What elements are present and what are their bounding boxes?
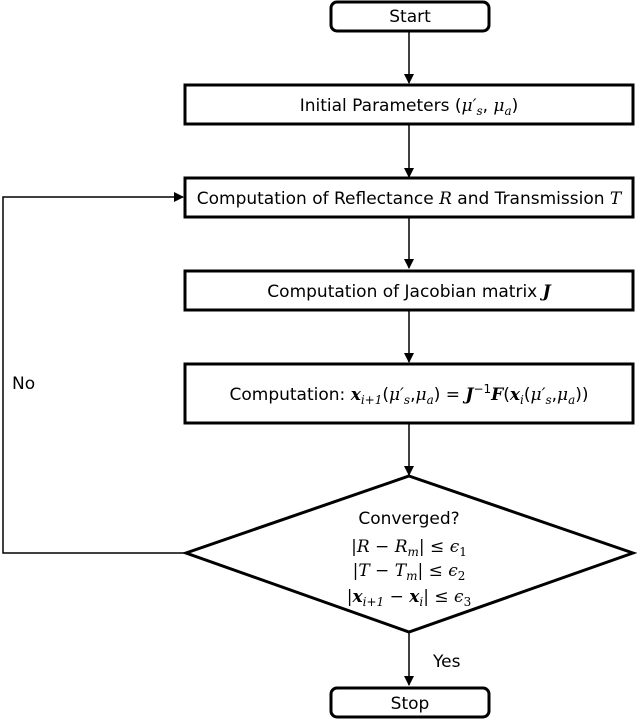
decision-condition-parameters: |xi+1 − xi| ≤ ϵ3 [347, 587, 471, 609]
update-step-label: Computation: xi+1(μ′s,μa) = J−1F(xi(μ′s,… [230, 382, 589, 407]
convergence-decision-diamond [181, 474, 637, 634]
reflectance-transmission-box [183, 176, 635, 219]
start-label: Start [389, 7, 431, 27]
decision-condition-reflectance: |R − Rm| ≤ ϵ1 [351, 537, 467, 559]
no-branch-label: No [12, 374, 35, 394]
decision-condition-transmission: |T − Tm| ≤ ϵ2 [353, 561, 466, 583]
jacobian-box [183, 269, 635, 312]
jacobian-label: Computation of Jacobian matrix J [267, 282, 551, 302]
arrow-no-loop-back [2, 192, 186, 554]
start-terminal [329, 0, 491, 33]
yes-branch-label: Yes [432, 652, 461, 672]
initial-parameters-box [183, 83, 635, 126]
initial-parameters-label: Initial Parameters (μ′s, μa) [300, 96, 519, 118]
update-step-box [183, 362, 635, 425]
stop-terminal [329, 686, 491, 719]
stop-label: Stop [391, 694, 430, 714]
reflectance-transmission-label: Computation of Reflectance R and Transmi… [197, 189, 623, 209]
decision-title: Converged? [358, 509, 459, 529]
